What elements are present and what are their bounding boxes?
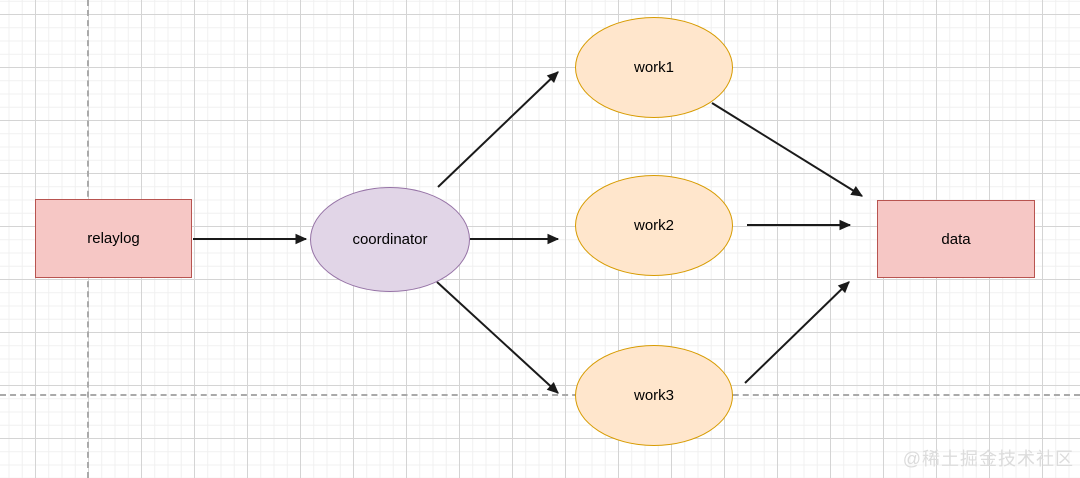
node-work2: work2 (575, 175, 733, 276)
edge-coordinator-work3 (436, 281, 559, 394)
edge-coordinator-work1 (437, 71, 559, 188)
node-work3: work3 (575, 345, 733, 446)
node-data-label: data (941, 230, 971, 248)
node-work1: work1 (575, 17, 733, 118)
horizontal-dashed-guide (0, 394, 1080, 396)
watermark-text: @稀土掘金技术社区 (902, 449, 1074, 469)
edge-work1-data (711, 102, 863, 197)
node-work2-label: work2 (633, 217, 674, 234)
node-work3-label: work3 (633, 387, 674, 404)
edges-group (193, 71, 863, 394)
node-relaylog-label: relaylog (87, 230, 140, 247)
node-relaylog: relaylog (35, 199, 192, 278)
node-data: data (877, 200, 1035, 278)
node-work1-label: work1 (633, 59, 674, 76)
node-coordinator-label: coordinator (352, 231, 428, 248)
node-coordinator: coordinator (310, 187, 470, 292)
edge-work3-data (744, 281, 850, 384)
